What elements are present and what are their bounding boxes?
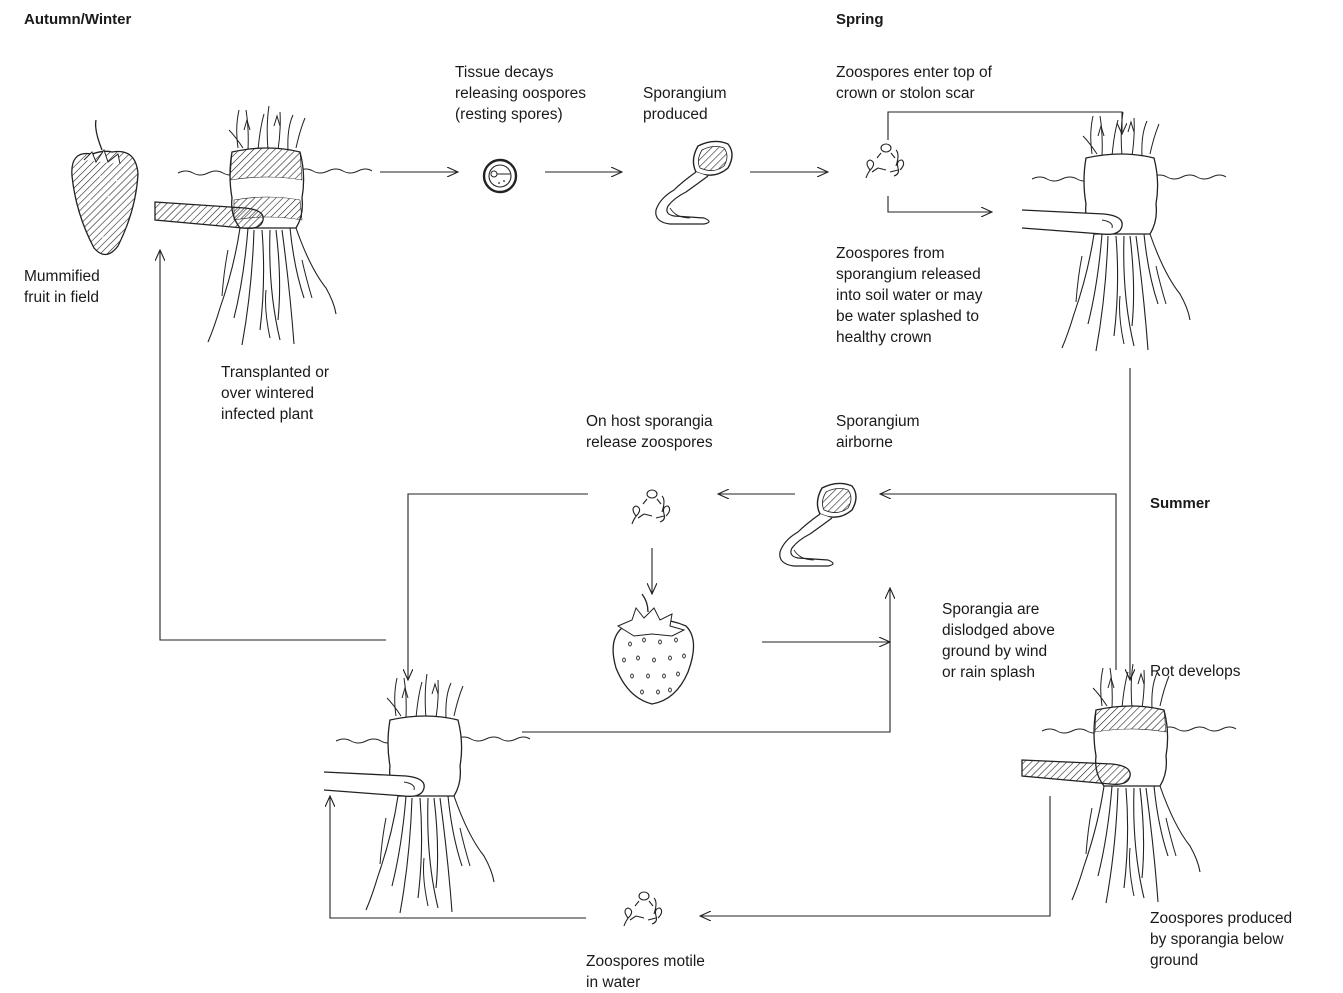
season-summer: Summer (1150, 495, 1210, 512)
transplanted-plant-illustration (155, 106, 372, 345)
strawberry-illustration (613, 594, 693, 704)
spring-plant-illustration (1022, 112, 1226, 351)
arrow-host-to-plant (408, 494, 588, 680)
label-zoospores-produced: Zoospores produced by sporangia below gr… (1150, 908, 1292, 971)
arrow-zoospores-to-stolon (888, 196, 992, 212)
label-sporangia-dislodged: Sporangia are dislodged above ground by … (942, 599, 1055, 683)
arrow-motile-to-plant (330, 796, 586, 918)
arrows (160, 112, 1130, 918)
label-on-host-sporangia: On host sporangia release zoospores (586, 411, 713, 453)
motile-zoospores-illustration (624, 892, 662, 926)
label-zoospores-enter: Zoospores enter top of crown or stolon s… (836, 62, 992, 104)
label-tissue-decays: Tissue decays releasing oospores (restin… (455, 62, 586, 125)
label-transplanted-plant: Transplanted or over wintered infected p… (221, 362, 329, 425)
label-sporangium-produced: Sporangium produced (643, 83, 727, 125)
label-rot-develops: Rot develops (1150, 661, 1240, 682)
label-sporangium-airborne: Sporangium airborne (836, 411, 920, 453)
label-zoospores-from-sporangium: Zoospores from sporangium released into … (836, 243, 982, 348)
sporangium-airborne-illustration (780, 483, 856, 566)
season-autumn-winter: Autumn/Winter (24, 11, 131, 28)
arrow-plant-to-airborne (522, 588, 890, 732)
arrow-zoospores-to-crown (888, 112, 1122, 140)
mummified-fruit-illustration (72, 120, 138, 255)
infected-plant-illustration (324, 674, 530, 913)
arrow-rot-to-motile-zoospores (700, 796, 1050, 916)
season-spring: Spring (836, 11, 884, 28)
oospore-illustration (484, 160, 516, 192)
spring-zoospores-illustration (866, 144, 904, 178)
label-mummified-fruit: Mummified fruit in field (24, 266, 100, 308)
host-zoospores-illustration (632, 490, 670, 524)
sporangium-produced-illustration (656, 141, 732, 224)
arrow-cycle-back-to-winter (160, 250, 386, 640)
rot-plant-illustration (1022, 664, 1236, 903)
label-zoospores-motile: Zoospores motile in water (586, 951, 705, 993)
